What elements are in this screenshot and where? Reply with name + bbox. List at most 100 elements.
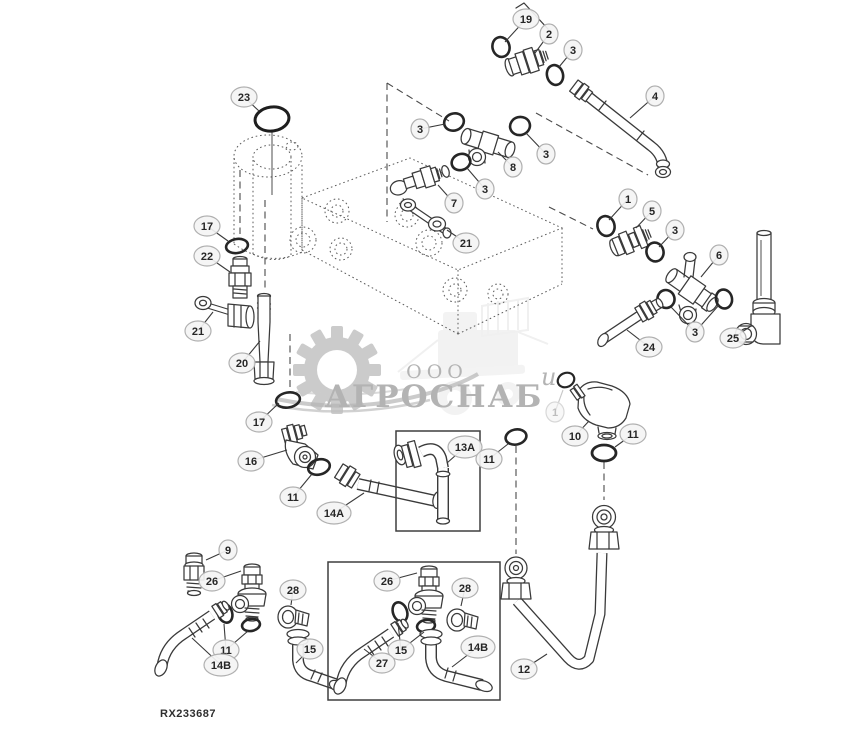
svg-text:21: 21 bbox=[192, 326, 204, 338]
elbow-hose-13a bbox=[393, 440, 451, 525]
part-callout-16: 16 bbox=[237, 449, 288, 472]
svg-text:26: 26 bbox=[381, 576, 393, 588]
o-ring bbox=[491, 35, 511, 59]
svg-text:13A: 13A bbox=[455, 442, 475, 454]
o-ring bbox=[645, 241, 665, 263]
svg-text:20: 20 bbox=[236, 358, 248, 370]
inset-box-13a bbox=[395, 430, 481, 532]
tee-fitting-6 bbox=[665, 251, 719, 325]
figure-code: RX233687 bbox=[160, 708, 216, 720]
svg-text:11: 11 bbox=[220, 645, 232, 657]
valve-block-ghost bbox=[233, 134, 564, 335]
o-ring bbox=[545, 63, 565, 87]
svg-text:3: 3 bbox=[672, 225, 678, 237]
parts-layer bbox=[154, 2, 781, 701]
union-fitting-9 bbox=[183, 552, 205, 597]
part-callout-3: 3 bbox=[466, 167, 495, 200]
part-callout-14a: 14A bbox=[316, 492, 365, 525]
hose-end-14a bbox=[333, 463, 444, 510]
fitting-7 bbox=[389, 164, 450, 196]
o-ring bbox=[450, 152, 472, 172]
svg-text:1: 1 bbox=[625, 194, 631, 206]
svg-text:16: 16 bbox=[245, 456, 257, 468]
part-callout-26: 26 bbox=[198, 570, 242, 592]
svg-text:2: 2 bbox=[546, 29, 552, 41]
watermark-org-name: АГРОСНАБ bbox=[325, 379, 544, 415]
lever-21 bbox=[399, 198, 452, 239]
svg-text:17: 17 bbox=[201, 221, 213, 233]
elbow-fitting-10 bbox=[569, 381, 631, 441]
svg-text:24: 24 bbox=[643, 342, 656, 354]
svg-text:26: 26 bbox=[206, 576, 218, 588]
part-callout-20: 20 bbox=[228, 340, 261, 374]
part-callout-6: 6 bbox=[700, 244, 729, 278]
svg-text:3: 3 bbox=[417, 124, 423, 136]
u-tube-12 bbox=[500, 504, 620, 670]
part-callout-19: 19 bbox=[504, 8, 540, 43]
bolt-20 bbox=[253, 292, 275, 386]
part-callout-28: 28 bbox=[451, 577, 479, 607]
hose-14b bbox=[154, 600, 230, 677]
part-callout-11: 11 bbox=[614, 423, 647, 448]
svg-text:14A: 14A bbox=[324, 508, 344, 520]
part-callout-28: 28 bbox=[279, 579, 307, 606]
part-callout-13a: 13A bbox=[446, 435, 483, 464]
part-callout-3: 3 bbox=[525, 132, 556, 165]
svg-text:9: 9 bbox=[225, 545, 231, 557]
part-callout-7: 7 bbox=[437, 184, 464, 214]
part-callout-26: 26 bbox=[373, 570, 418, 592]
part-callout-4: 4 bbox=[629, 85, 665, 119]
part-callout-11: 11 bbox=[475, 443, 509, 470]
svg-text:21: 21 bbox=[460, 238, 472, 250]
part-callout-2: 2 bbox=[534, 23, 559, 54]
svg-text:15: 15 bbox=[395, 645, 407, 657]
svg-text:11: 11 bbox=[627, 429, 639, 441]
o-ring bbox=[508, 115, 532, 137]
svg-text:8: 8 bbox=[510, 162, 516, 174]
svg-text:23: 23 bbox=[238, 92, 250, 104]
clip-bracket-line bbox=[515, 2, 549, 30]
fitting-22 bbox=[228, 255, 252, 299]
part-callout-15: 15 bbox=[295, 638, 324, 664]
hose-4 bbox=[568, 79, 672, 179]
part-callout-21: 21 bbox=[184, 311, 214, 342]
svg-text:11: 11 bbox=[483, 454, 495, 466]
svg-text:1: 1 bbox=[552, 407, 558, 419]
o-ring bbox=[504, 428, 528, 446]
svg-text:19: 19 bbox=[520, 14, 532, 26]
svg-text:10: 10 bbox=[569, 431, 581, 443]
part-callout-8: 8 bbox=[497, 151, 523, 178]
part-callout-24: 24 bbox=[626, 329, 663, 358]
svg-text:22: 22 bbox=[201, 251, 213, 263]
svg-text:14B: 14B bbox=[211, 660, 231, 672]
o-ring-23 bbox=[253, 105, 291, 133]
svg-text:25: 25 bbox=[727, 333, 739, 345]
svg-text:28: 28 bbox=[459, 583, 471, 595]
svg-text:14B: 14B bbox=[468, 642, 488, 654]
svg-text:27: 27 bbox=[376, 658, 388, 670]
o-ring bbox=[442, 112, 466, 132]
watermark-org-prefix: ООО bbox=[406, 361, 468, 383]
svg-text:4: 4 bbox=[652, 91, 659, 103]
o-ring bbox=[274, 391, 302, 409]
gear-logo-watermark bbox=[293, 326, 381, 414]
hose-27 bbox=[333, 618, 409, 695]
clamp-28-alt bbox=[446, 608, 479, 632]
o-ring bbox=[306, 457, 332, 477]
part-callout-14b: 14B bbox=[191, 637, 239, 677]
part-callout-14b: 14B bbox=[451, 635, 496, 668]
part-callout-21: 21 bbox=[446, 229, 480, 254]
part-callout-1: 1 bbox=[608, 188, 638, 221]
part-callout-11: 11 bbox=[279, 473, 313, 508]
part-callout-27: 27 bbox=[363, 648, 396, 674]
svg-text:7: 7 bbox=[451, 198, 457, 210]
part-callout-17: 17 bbox=[245, 402, 280, 433]
o-ring bbox=[224, 237, 250, 255]
o-ring bbox=[590, 443, 618, 463]
o-ring bbox=[240, 617, 262, 633]
elbow-hose-14b-alt bbox=[419, 628, 493, 693]
o-ring bbox=[714, 288, 734, 310]
svg-text:17: 17 bbox=[253, 417, 265, 429]
union-fitting-5 bbox=[609, 224, 652, 257]
lever-valve-21 bbox=[194, 295, 255, 329]
